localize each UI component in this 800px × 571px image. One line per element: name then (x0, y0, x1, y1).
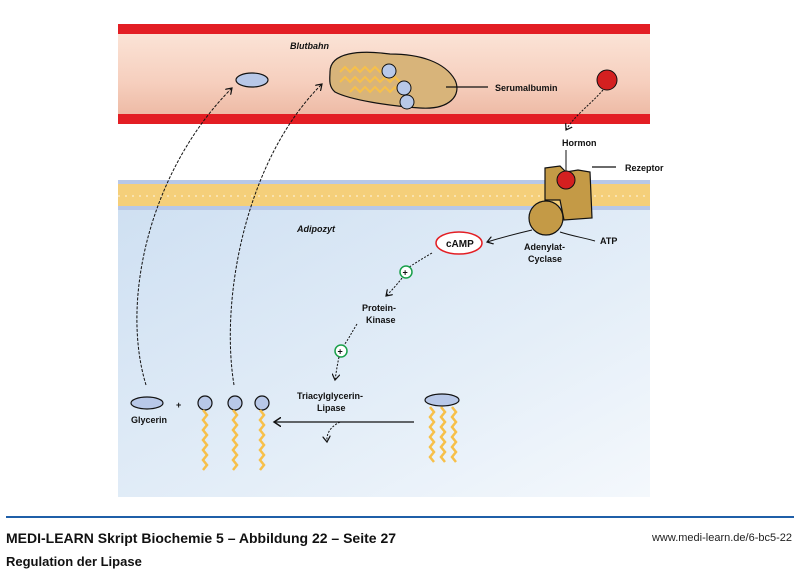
adenylate-cyclase (528, 200, 564, 236)
protein-kinase-label-2: Kinase (366, 315, 396, 325)
adipocyte-cytoplasm (118, 210, 650, 497)
camp-ring (435, 231, 483, 255)
atp-label: ATP (600, 236, 617, 246)
activation-sign-2: + (338, 347, 343, 357)
receptor (544, 150, 593, 221)
glycerin-in-blood (235, 72, 269, 88)
lipase-label-2: Lipase (317, 403, 346, 413)
vessel-wall-bottom (118, 114, 650, 124)
hormone-arrow (566, 89, 604, 130)
adenylate-cyclase-label-1: Adenylat- (524, 242, 565, 252)
figure-caption: MEDI-LEARN Skript Biochemie 5 – Abbildun… (6, 530, 397, 546)
protein-kinase-label-1: Protein- (362, 303, 396, 313)
activation-icon-1 (399, 265, 413, 279)
glycerin-product (130, 396, 164, 410)
lipase-activation-arrow (335, 356, 339, 380)
activation-icon-2 (334, 344, 348, 358)
pk-to-lipase-line (343, 323, 358, 346)
glycerin-label: Glycerin (131, 415, 167, 425)
lipase-regulation-diagram: Blutbahn Serumalbumin Hormon Adipozyt Re… (118, 24, 664, 497)
source-link[interactable]: www.medi-learn.de/6-bc5-22 (651, 532, 792, 544)
activation-sign-1: + (403, 268, 408, 278)
camp-production-arrow (487, 229, 533, 242)
pk-activation-arrow (386, 277, 403, 296)
serumalbumin-label: Serumalbumin (495, 83, 558, 93)
receptor-label: Rezeptor (625, 163, 664, 173)
plus-sign: + (176, 400, 181, 410)
cell-membrane (118, 180, 650, 210)
vessel-wall-top (118, 24, 650, 34)
blood-label: Blutbahn (290, 41, 329, 51)
glycerin-export-arrow (136, 88, 232, 386)
atp-line (559, 231, 596, 242)
free-fatty-acids (197, 395, 270, 471)
hormone-molecule (596, 69, 618, 91)
serumalbumin-complex (329, 51, 458, 110)
footer-divider (6, 516, 794, 518)
hormone-label: Hormon (562, 138, 597, 148)
lipase-label-1: Triacylglycerin- (297, 391, 363, 401)
adenylate-cyclase-label-2: Cyclase (528, 254, 562, 264)
triacylglycerol (424, 393, 460, 463)
camp-label: cAMP (446, 239, 474, 250)
figure-subtitle: Regulation der Lipase (6, 554, 142, 569)
fatty-acid-export-arrow (229, 84, 322, 386)
adipocyte-label: Adipozyt (296, 224, 336, 234)
